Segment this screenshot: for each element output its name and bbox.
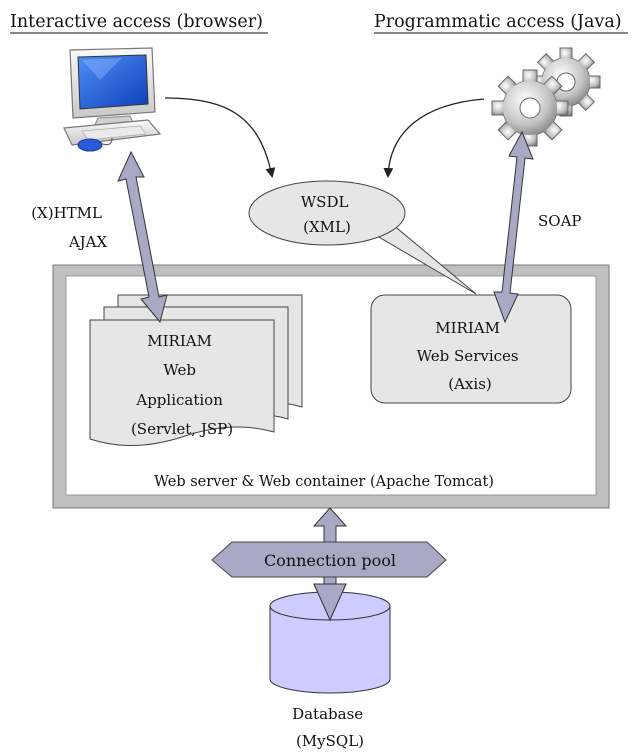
soap-arrow [493,130,534,324]
wsdl-line-1: WSDL [301,193,349,211]
web-services-label: MIRIAM Web Services (Axis) [417,319,524,393]
connection-pool-label: Connection pool [264,551,396,570]
wsdl-label: WSDL (XML) [301,193,353,236]
web-services-line-3: (Axis) [448,375,492,393]
html-protocol-line-2: AJAX [68,233,108,251]
database-label: Database (MySQL) [292,705,368,750]
wsdl-line-2: (XML) [303,218,351,236]
database-line-1: Database [292,705,363,723]
connection-pool [211,541,447,578]
web-application-line-4: (Servlet, JSP) [131,420,233,438]
web-services-line-1: MIRIAM [435,319,500,337]
gears-icon [491,47,601,147]
desktop-computer-icon [63,47,162,152]
web-application-line-3: Application [135,391,223,409]
html-protocol-line-1: (X)HTML [31,204,102,222]
web-services-line-2: Web Services [417,347,519,365]
html-protocol-label: (X)HTML AJAX [31,204,107,251]
database-arrow-tip [313,583,347,622]
html-ajax-arrow [117,150,168,324]
heading-programmatic-access: Programmatic access (Java) [374,12,622,32]
web-application-label: MIRIAM Web Application (Servlet, JSP) [131,332,233,438]
web-services-box [370,294,572,404]
heading-interactive-access: Interactive access (browser) [10,12,263,32]
client-to-wsdl-arrow [164,97,276,178]
soap-label: SOAP [538,212,582,230]
web-application-documents [89,294,303,446]
wsdl-callout [248,180,477,295]
program-to-wsdl-arrow [383,98,485,178]
web-server-label: Web server & Web container (Apache Tomca… [154,474,494,490]
web-application-line-1: MIRIAM [147,332,212,350]
database-line-2: (MySQL) [296,732,364,750]
web-application-line-2: Web [163,361,196,379]
